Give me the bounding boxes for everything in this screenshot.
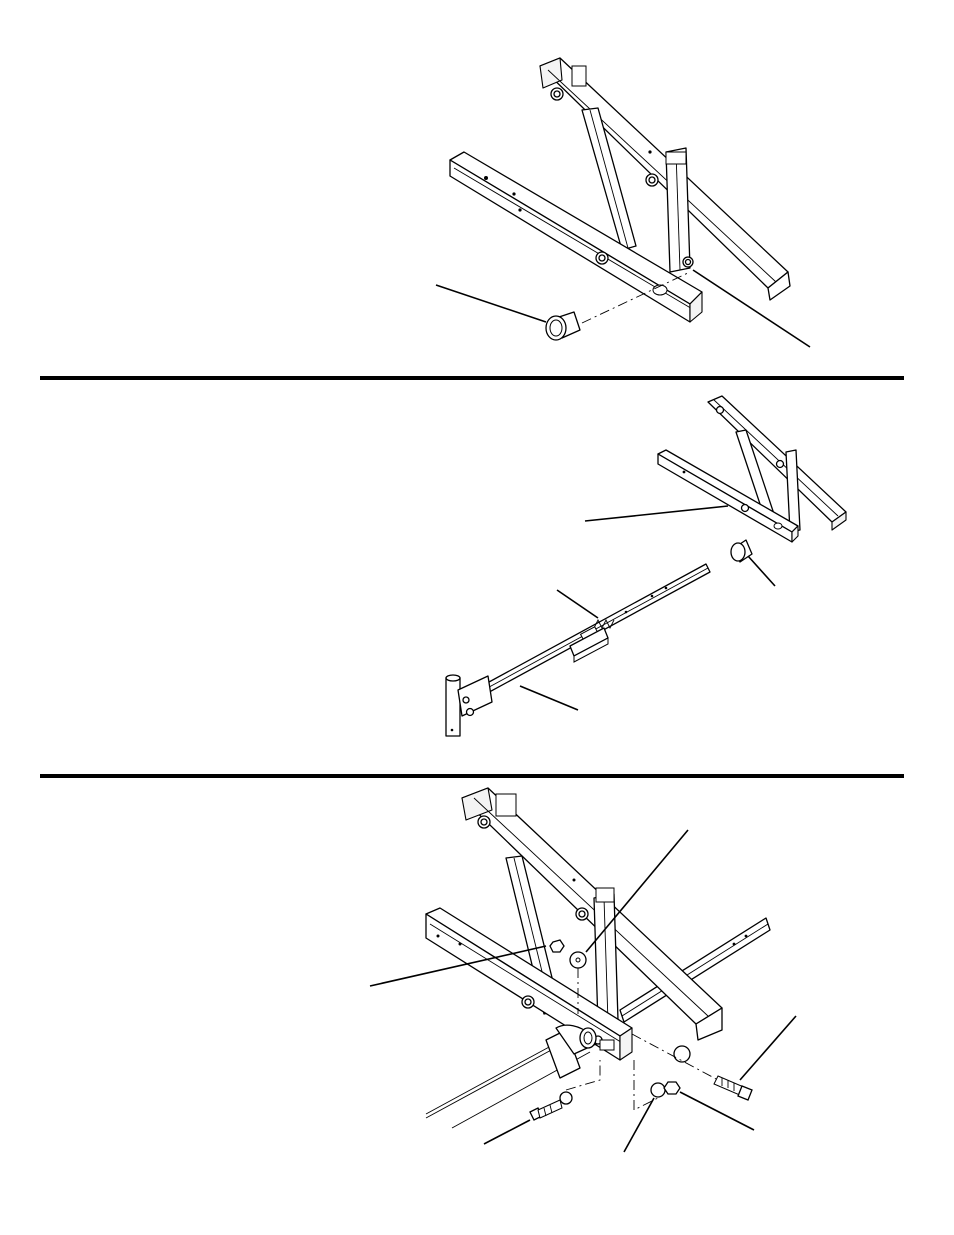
assembly-step-3 <box>0 778 954 1235</box>
plug-leader <box>748 556 775 586</box>
handle-assembly-leader <box>520 686 578 710</box>
end-cap-part <box>546 312 580 340</box>
nut-part <box>550 940 564 952</box>
end-cap-leader <box>436 285 546 322</box>
step-3-diagram <box>0 778 954 1235</box>
right-washer-part <box>674 1046 690 1062</box>
step-1-diagram <box>0 0 954 376</box>
spring-leader <box>557 590 598 618</box>
washer-leader <box>624 1098 654 1152</box>
frame-tube-leader <box>585 506 728 521</box>
lower-bolt-part <box>530 1092 572 1120</box>
assembly-step-2 <box>0 380 954 776</box>
lower-bolt-leader <box>484 1120 530 1144</box>
rear-diagonal-tube <box>540 58 790 300</box>
lower-rails <box>426 1030 590 1128</box>
lower-nut-part <box>664 1082 680 1094</box>
alignment-centerline-2 <box>632 1034 718 1080</box>
frame-tube-leader <box>693 270 810 347</box>
handle-pipe <box>446 675 492 736</box>
shaft-assembly <box>446 564 710 736</box>
frame-assembly <box>658 396 846 542</box>
right-bolt-part <box>714 1076 752 1100</box>
bolt-leader <box>740 1016 796 1080</box>
assembly-step-1 <box>0 0 954 376</box>
lower-washer-part <box>651 1083 665 1097</box>
step-2-diagram <box>0 380 954 776</box>
plug-part <box>731 540 752 562</box>
large-diagonal-tube <box>462 788 722 1040</box>
